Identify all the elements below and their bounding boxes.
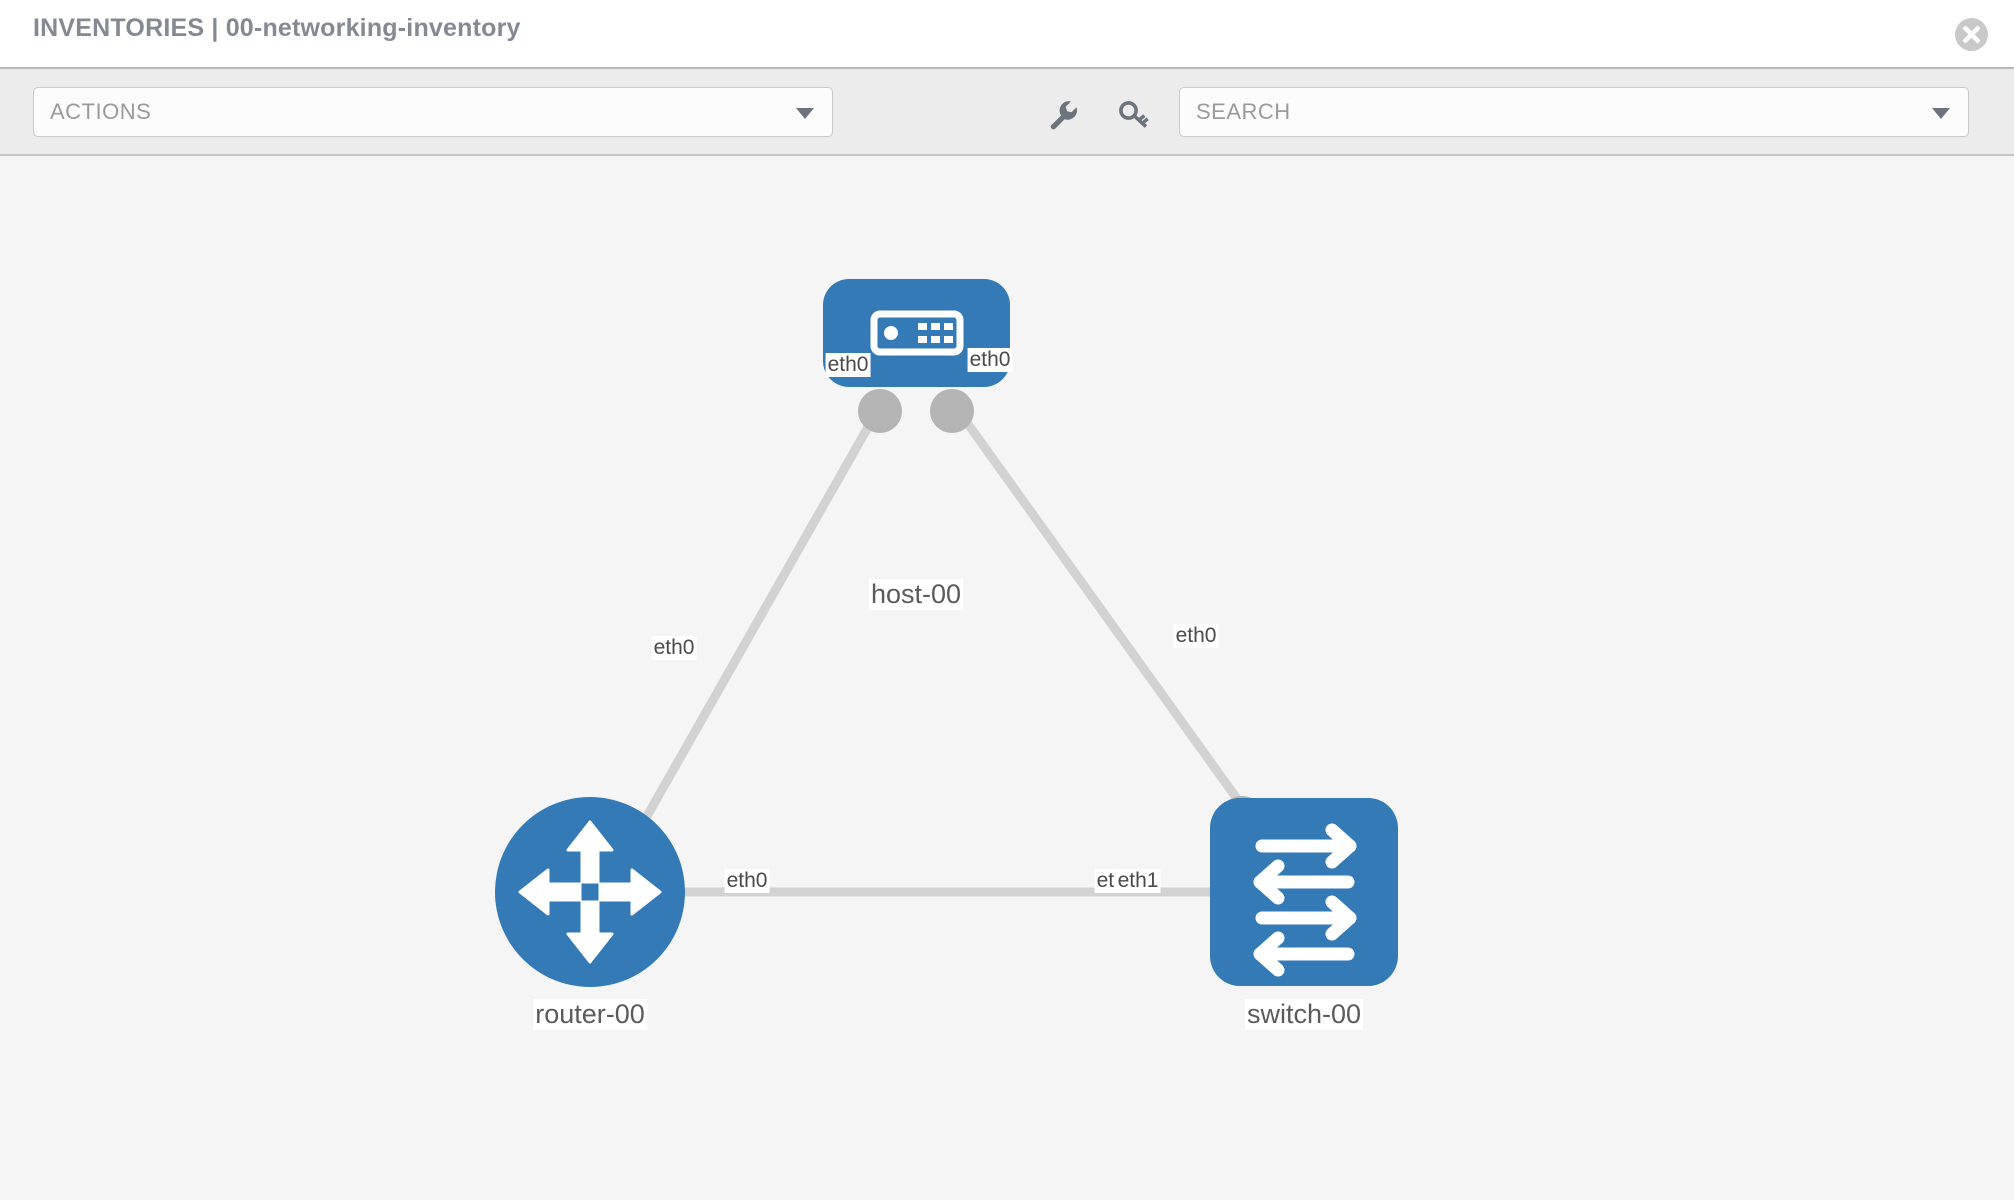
close-icon[interactable]	[1955, 18, 1988, 51]
node-label-router-00: router-00	[533, 999, 647, 1030]
iface-label: eth0	[1173, 624, 1219, 648]
wrench-icon[interactable]	[1046, 97, 1080, 131]
connector-host-right	[930, 389, 974, 433]
iface-label: eth0	[724, 869, 770, 893]
iface-label: eth0	[825, 353, 871, 377]
iface-label: eth0	[651, 636, 697, 660]
connector-host-left	[858, 389, 902, 433]
page-header: INVENTORIES | 00-networking-inventory	[0, 0, 2014, 69]
iface-label: eth0	[967, 348, 1013, 372]
chevron-down-icon	[796, 108, 814, 119]
search-dropdown[interactable]: SEARCH	[1179, 87, 1969, 137]
link-host-router	[626, 403, 884, 849]
topology-links	[626, 403, 1262, 897]
topology-graph	[495, 279, 1398, 987]
page-title: INVENTORIES | 00-networking-inventory	[33, 14, 521, 42]
interface-connectors	[628, 389, 1266, 916]
search-input-placeholder: SEARCH	[1196, 99, 1291, 124]
chevron-down-icon	[1932, 108, 1950, 119]
node-router-00[interactable]	[495, 797, 685, 987]
node-label-host-00: host-00	[868, 579, 964, 610]
iface-label: eth1	[1115, 869, 1161, 893]
node-label-switch-00: switch-00	[1244, 999, 1364, 1030]
actions-dropdown[interactable]: ACTIONS	[33, 87, 833, 137]
actions-dropdown-label: ACTIONS	[50, 99, 152, 124]
toolbar: ACTIONS SEARCH	[0, 69, 2014, 156]
node-switch-00[interactable]	[1210, 798, 1398, 986]
key-icon[interactable]	[1117, 97, 1151, 131]
link-host-switch	[951, 403, 1262, 831]
topology-canvas[interactable]: eth0 eth0 eth0 eth0 eth0 eth0 eth1 host-…	[0, 156, 2014, 1200]
